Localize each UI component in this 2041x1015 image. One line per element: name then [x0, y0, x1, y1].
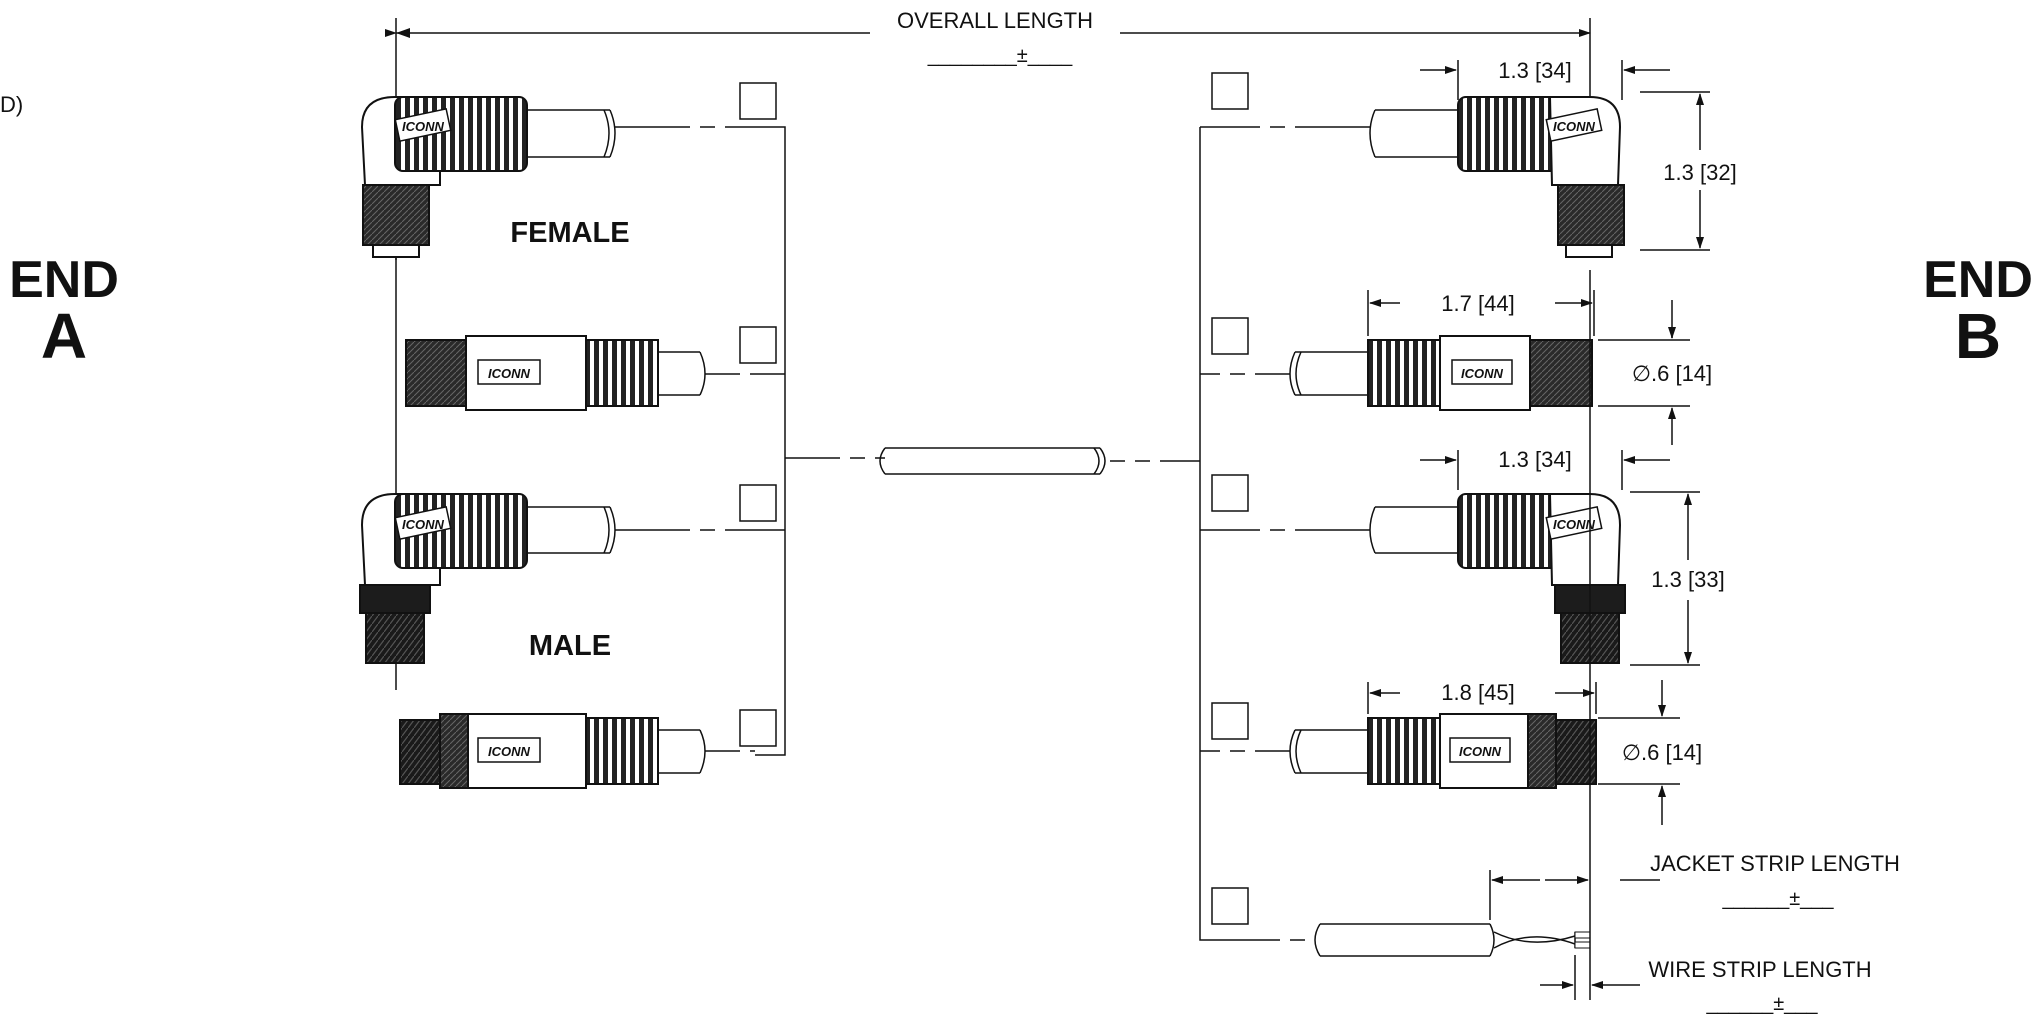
end-a-male-right-angle-connector: ICONN	[359, 493, 616, 664]
b1-width-dimension: 1.3 [34]	[1498, 58, 1571, 83]
jacket-strip-tolerance: ______±___	[1721, 888, 1834, 910]
svg-text:ICONN: ICONN	[488, 366, 531, 381]
overall-length-tolerance: ________±____	[927, 45, 1073, 67]
svg-text:ICONN: ICONN	[402, 517, 445, 532]
strip-dimensions	[1489, 270, 1660, 1000]
b2-diameter-dimension: ∅.6 [14]	[1632, 361, 1712, 386]
svg-text:END: END	[9, 251, 119, 309]
b2-dimensions	[1367, 290, 1690, 445]
end-b-label: END B	[1923, 251, 2033, 372]
svg-text:ICONN: ICONN	[1459, 744, 1502, 759]
middle-cable	[879, 447, 1200, 475]
b2-width-dimension: 1.7 [44]	[1441, 291, 1514, 316]
end-a-checkboxes	[739, 82, 777, 747]
svg-text:END: END	[1923, 251, 2033, 309]
female-label: FEMALE	[510, 217, 629, 249]
end-a-female-straight-connector: ICONN	[405, 335, 706, 411]
end-b-female-right-angle-connector: ICONN	[1369, 96, 1625, 258]
b4-width-dimension: 1.8 [45]	[1441, 680, 1514, 705]
b3-width-dimension: 1.3 [34]	[1498, 447, 1571, 472]
end-b-checkboxes	[1211, 72, 1249, 925]
end-b-stripped-cable	[1314, 923, 1591, 957]
overall-length-dimension: OVERALL LENGTH ________±____	[385, 8, 1591, 260]
b1-dimensions	[1420, 60, 1710, 251]
wire-strip-length-label: WIRE STRIP LENGTH	[1648, 957, 1871, 982]
end-a-male-straight-connector: ICONN	[399, 713, 706, 789]
b3-height-dimension: 1.3 [33]	[1651, 567, 1724, 592]
svg-text:ICONN: ICONN	[1553, 119, 1596, 134]
end-b-leader-lines	[1199, 126, 1370, 941]
b3-dimensions	[1420, 450, 1700, 666]
end-b-male-right-angle-connector: ICONN	[1369, 493, 1626, 664]
end-b-male-straight-connector: ICONN	[1289, 713, 1597, 789]
svg-text:ICONN: ICONN	[1461, 366, 1504, 381]
svg-text:ICONN: ICONN	[1553, 517, 1596, 532]
b1-height-dimension: 1.3 [32]	[1663, 160, 1736, 185]
end-a-female-right-angle-connector: ICONN	[360, 96, 616, 258]
end-b-female-straight-connector: ICONN	[1289, 335, 1593, 411]
b4-dimensions	[1367, 680, 1680, 825]
end-a-label: END A	[9, 251, 119, 372]
svg-text:A: A	[41, 300, 87, 372]
overall-length-label: OVERALL LENGTH	[897, 8, 1093, 33]
male-label: MALE	[529, 630, 611, 662]
jacket-strip-length-label: JACKET STRIP LENGTH	[1650, 851, 1900, 876]
svg-text:ICONN: ICONN	[488, 744, 531, 759]
end-a-leader-lines	[615, 126, 885, 756]
svg-text:B: B	[1955, 300, 2001, 372]
logo-text: ICONN	[402, 119, 445, 134]
b4-diameter-dimension: ∅.6 [14]	[1622, 740, 1702, 765]
partial-left-text: D)	[0, 92, 23, 117]
wire-strip-tolerance: ______±___	[1705, 993, 1818, 1015]
